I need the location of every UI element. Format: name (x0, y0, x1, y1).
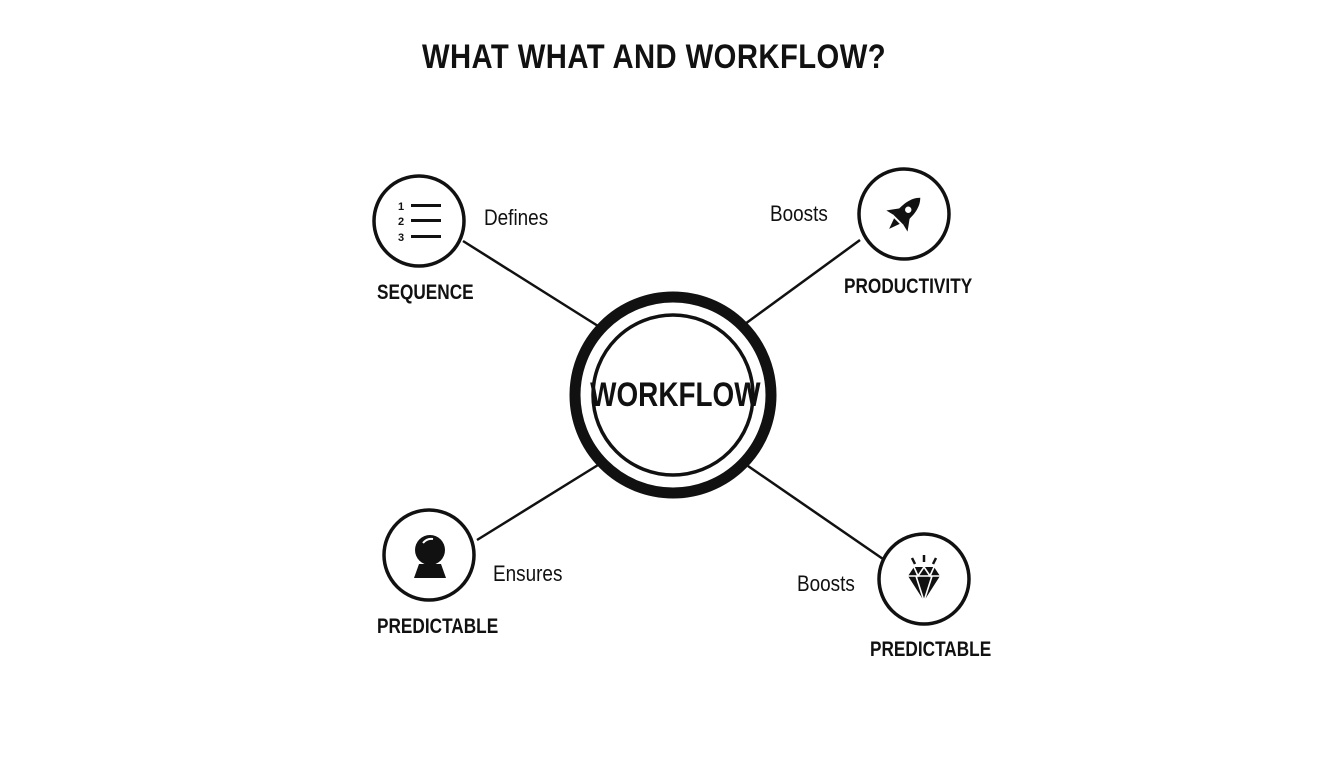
center-label: WORKFLOW (590, 376, 761, 414)
connector-productivity (744, 238, 861, 326)
caption-predictable-right: PREDICTABLE (870, 638, 992, 661)
crystal-ball-icon (414, 535, 446, 578)
numbered-list-icon: 1 2 3 (398, 201, 441, 244)
center-node (569, 291, 777, 499)
svg-text:2: 2 (398, 216, 404, 228)
edge-label-boosts-top: Boosts (770, 201, 828, 226)
diamond-icon (908, 555, 940, 604)
edge-label-ensures: Ensures (493, 561, 563, 586)
predictable-right-node (877, 532, 971, 626)
edge-label-defines: Defines (484, 205, 549, 230)
sequence-node: 1 2 3 (372, 174, 466, 268)
caption-productivity: PRODUCTIVITY (844, 275, 973, 298)
svg-text:1: 1 (398, 201, 404, 213)
diagram-title: WHAT WHAT AND WORKFLOW? (421, 38, 887, 76)
connector-predictable-right (747, 464, 884, 561)
connector-sequence (462, 239, 599, 328)
productivity-node (857, 167, 951, 261)
predictable-left-node (382, 508, 476, 602)
caption-predictable-left: PREDICTABLE (377, 615, 499, 638)
caption-sequence: SEQUENCE (377, 281, 474, 304)
edge-label-boosts-bottom: Boosts (797, 571, 855, 596)
rocket-icon (886, 197, 921, 232)
connector-predictable-left (476, 463, 599, 542)
svg-text:3: 3 (398, 232, 404, 244)
